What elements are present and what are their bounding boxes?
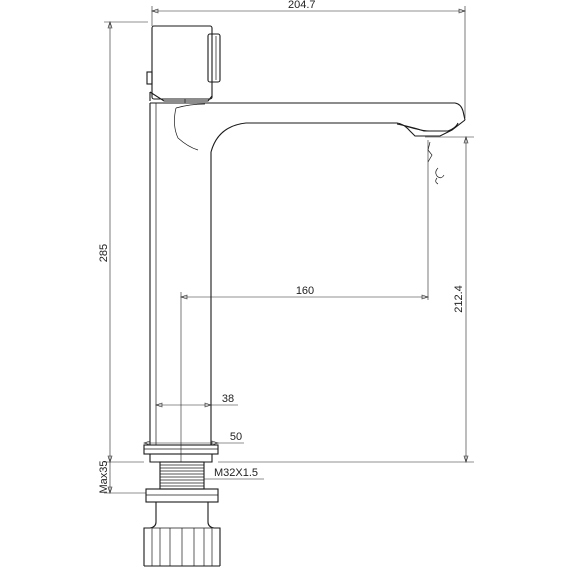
spout-lower (210, 119, 466, 153)
overall-width-label: 204.7 (288, 0, 316, 11)
aerator (396, 122, 459, 132)
handle-cap (207, 33, 221, 83)
base-diameter-label: 50 (230, 431, 242, 443)
spout-height-label: 212.4 (453, 285, 465, 313)
water-flow-symbol-icon (427, 141, 445, 185)
thread-label: M32X1.5 (214, 467, 258, 479)
threaded-shank (159, 461, 205, 490)
faucet-body (143, 25, 466, 567)
handle-pin (146, 71, 153, 85)
max-thickness-label: Max35 (98, 460, 110, 493)
spout-upper (244, 102, 466, 121)
spout-shading (174, 103, 206, 151)
spout-reach-label: 160 (296, 285, 314, 297)
height-label: 285 (98, 244, 110, 262)
fixing-nut (143, 488, 221, 567)
body-diameter-label: 38 (222, 393, 234, 405)
dimension-lines (104, 6, 474, 494)
handle-block (151, 25, 213, 100)
handle-base (149, 91, 213, 102)
